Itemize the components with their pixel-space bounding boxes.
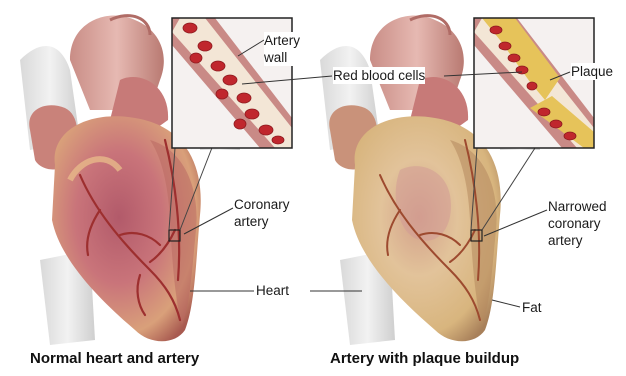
caption-normal-heart: Normal heart and artery [30, 350, 199, 367]
label-plaque: Plaque [571, 63, 613, 80]
label-artery-wall: Artery wall [264, 32, 300, 66]
label-heart: Heart [256, 282, 289, 299]
label-red-blood-cells: Red blood cells [333, 67, 425, 84]
plaque-artery-inset [474, 18, 594, 148]
label-fat: Fat [522, 299, 542, 316]
caption-plaque-buildup: Artery with plaque buildup [330, 350, 519, 367]
label-narrowed-coronary-artery: Narrowed coronary artery [548, 198, 607, 249]
label-coronary-artery: Coronary artery [234, 196, 290, 230]
